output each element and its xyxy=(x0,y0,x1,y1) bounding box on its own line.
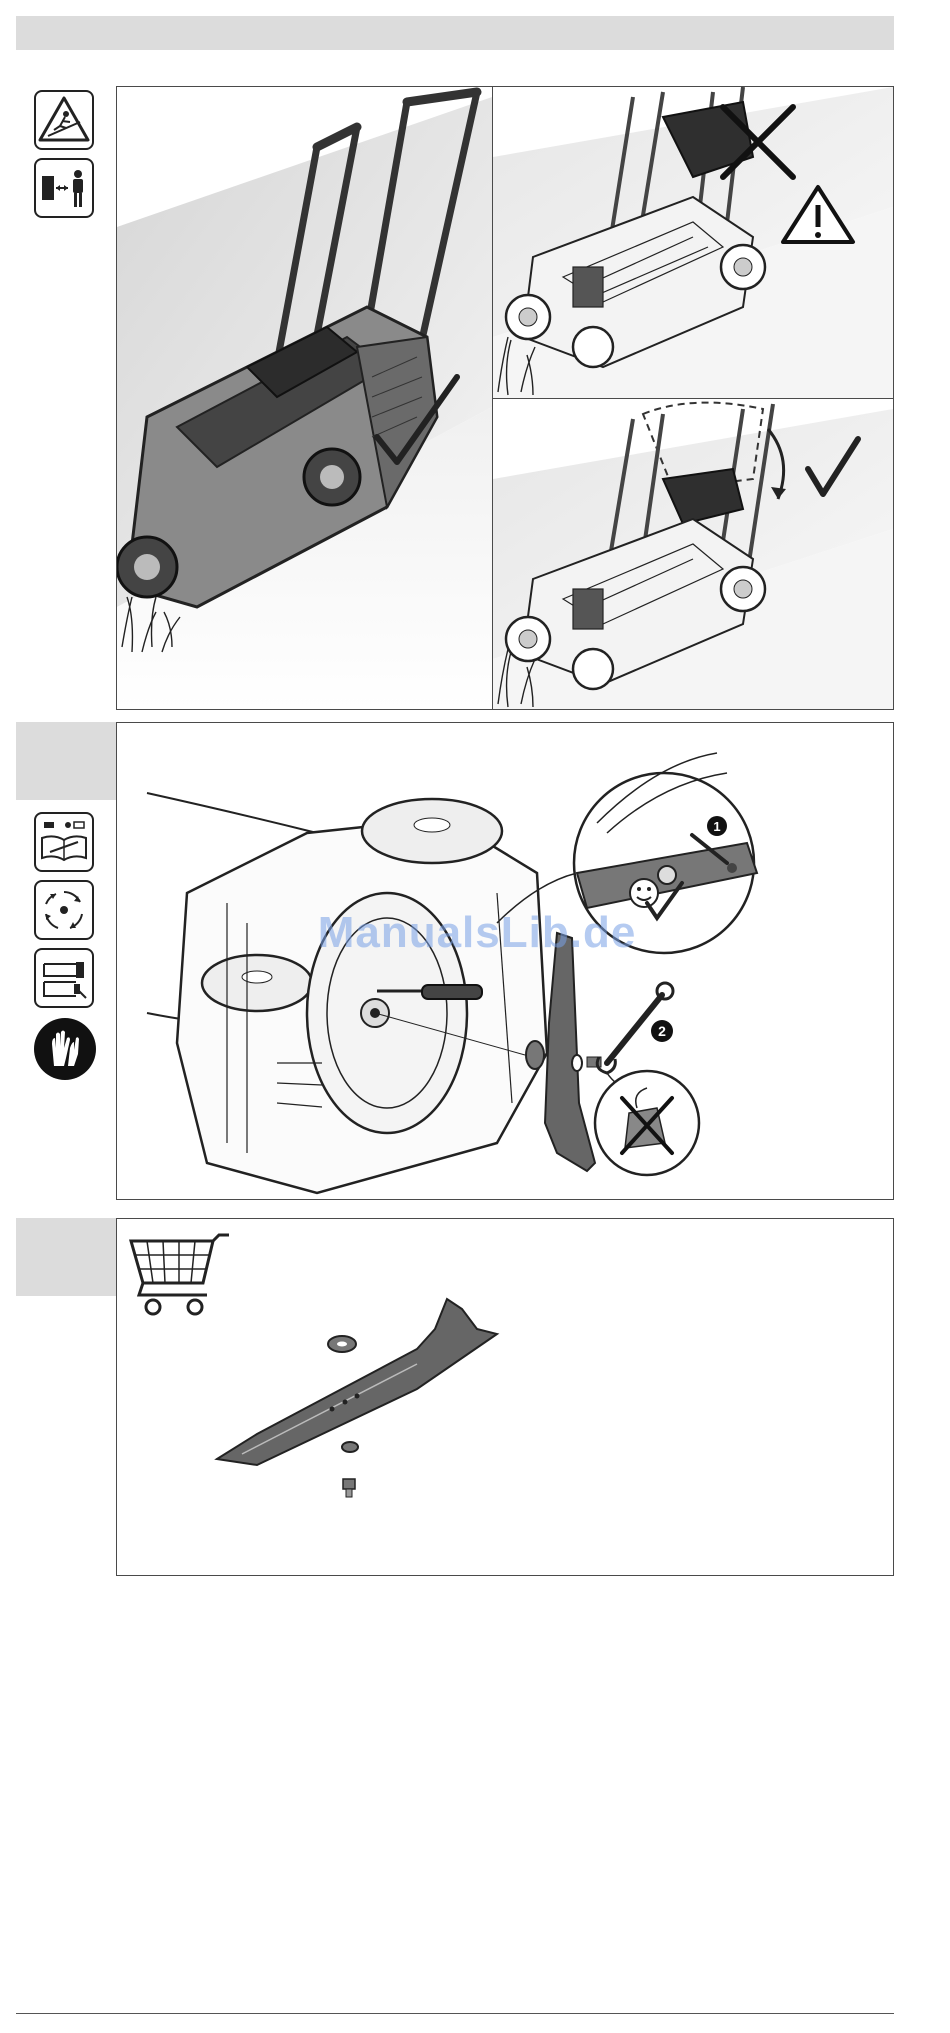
footer-rule xyxy=(16,2013,894,2014)
mower-correct-direction-illustration xyxy=(493,399,893,709)
header-bar xyxy=(16,16,894,50)
section-tab-blade-change xyxy=(16,722,116,800)
mower-wrong-direction-illustration xyxy=(493,87,893,399)
step-label-two: 2 xyxy=(658,1023,666,1039)
watermark: ManualsLib.de xyxy=(287,908,667,958)
rotating-blade-icon xyxy=(34,880,94,940)
disconnect-plug-icon xyxy=(34,948,94,1008)
mower-on-slope-illustration xyxy=(117,87,493,709)
blade-replacement-panel: 2 1 ManualsLib.de xyxy=(116,722,894,1200)
shopping-cart-icon xyxy=(131,1235,229,1314)
replacement-blade-set xyxy=(217,1299,497,1497)
spare-parts-panel xyxy=(116,1218,894,1576)
slope-mowing-panel xyxy=(116,86,894,710)
step-label-one: 1 xyxy=(713,819,720,834)
slope-warning-icon xyxy=(34,90,94,150)
read-manual-icon xyxy=(34,812,94,872)
keep-distance-icon xyxy=(34,158,94,218)
section-tab-spare-parts xyxy=(16,1218,116,1296)
gloves-icon xyxy=(34,1018,96,1080)
